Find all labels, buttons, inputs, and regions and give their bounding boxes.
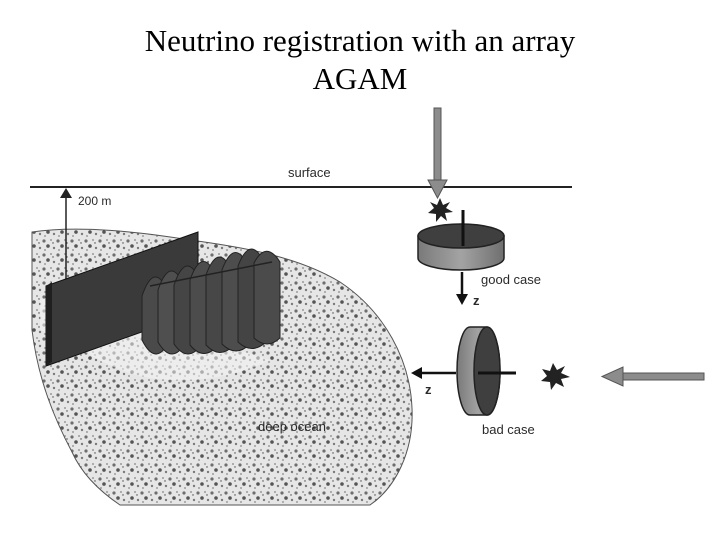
- z-axis-label-bad: z: [425, 382, 432, 397]
- title-line-1: Neutrino registration with an array: [144, 23, 576, 58]
- flash-icon-good: [428, 198, 453, 222]
- z-axis-left-head: [411, 367, 422, 379]
- good-case-detector: [417, 210, 505, 271]
- good-case-label: good case: [481, 272, 541, 287]
- surface-label: surface: [288, 165, 331, 180]
- detector-string-array: [141, 248, 281, 355]
- incoming-vertical-arrow-shaft: [433, 107, 442, 187]
- slide-title: Neutrino registration with an array AGAM: [0, 22, 720, 98]
- z-axis-down-head: [456, 294, 468, 305]
- bad-case-detector: [456, 326, 516, 416]
- incoming-vertical-arrow-head: [427, 179, 448, 200]
- deep-ocean-label: deep ocean: [258, 419, 326, 434]
- incoming-horizontal-arrow-head: [600, 366, 624, 387]
- flash-icon-bad: [541, 363, 570, 390]
- depth-arrow-head: [60, 188, 72, 198]
- bad-case-label: bad case: [482, 422, 535, 437]
- array-top-edge: [149, 261, 273, 287]
- incoming-horizontal-arrow-shaft: [621, 372, 705, 381]
- z-axis-label-good: z: [473, 293, 480, 308]
- detector-string: [253, 250, 281, 345]
- depth-label: 200 m: [78, 194, 111, 208]
- title-line-2: AGAM: [312, 61, 408, 96]
- detector-panel-edge: [46, 282, 52, 366]
